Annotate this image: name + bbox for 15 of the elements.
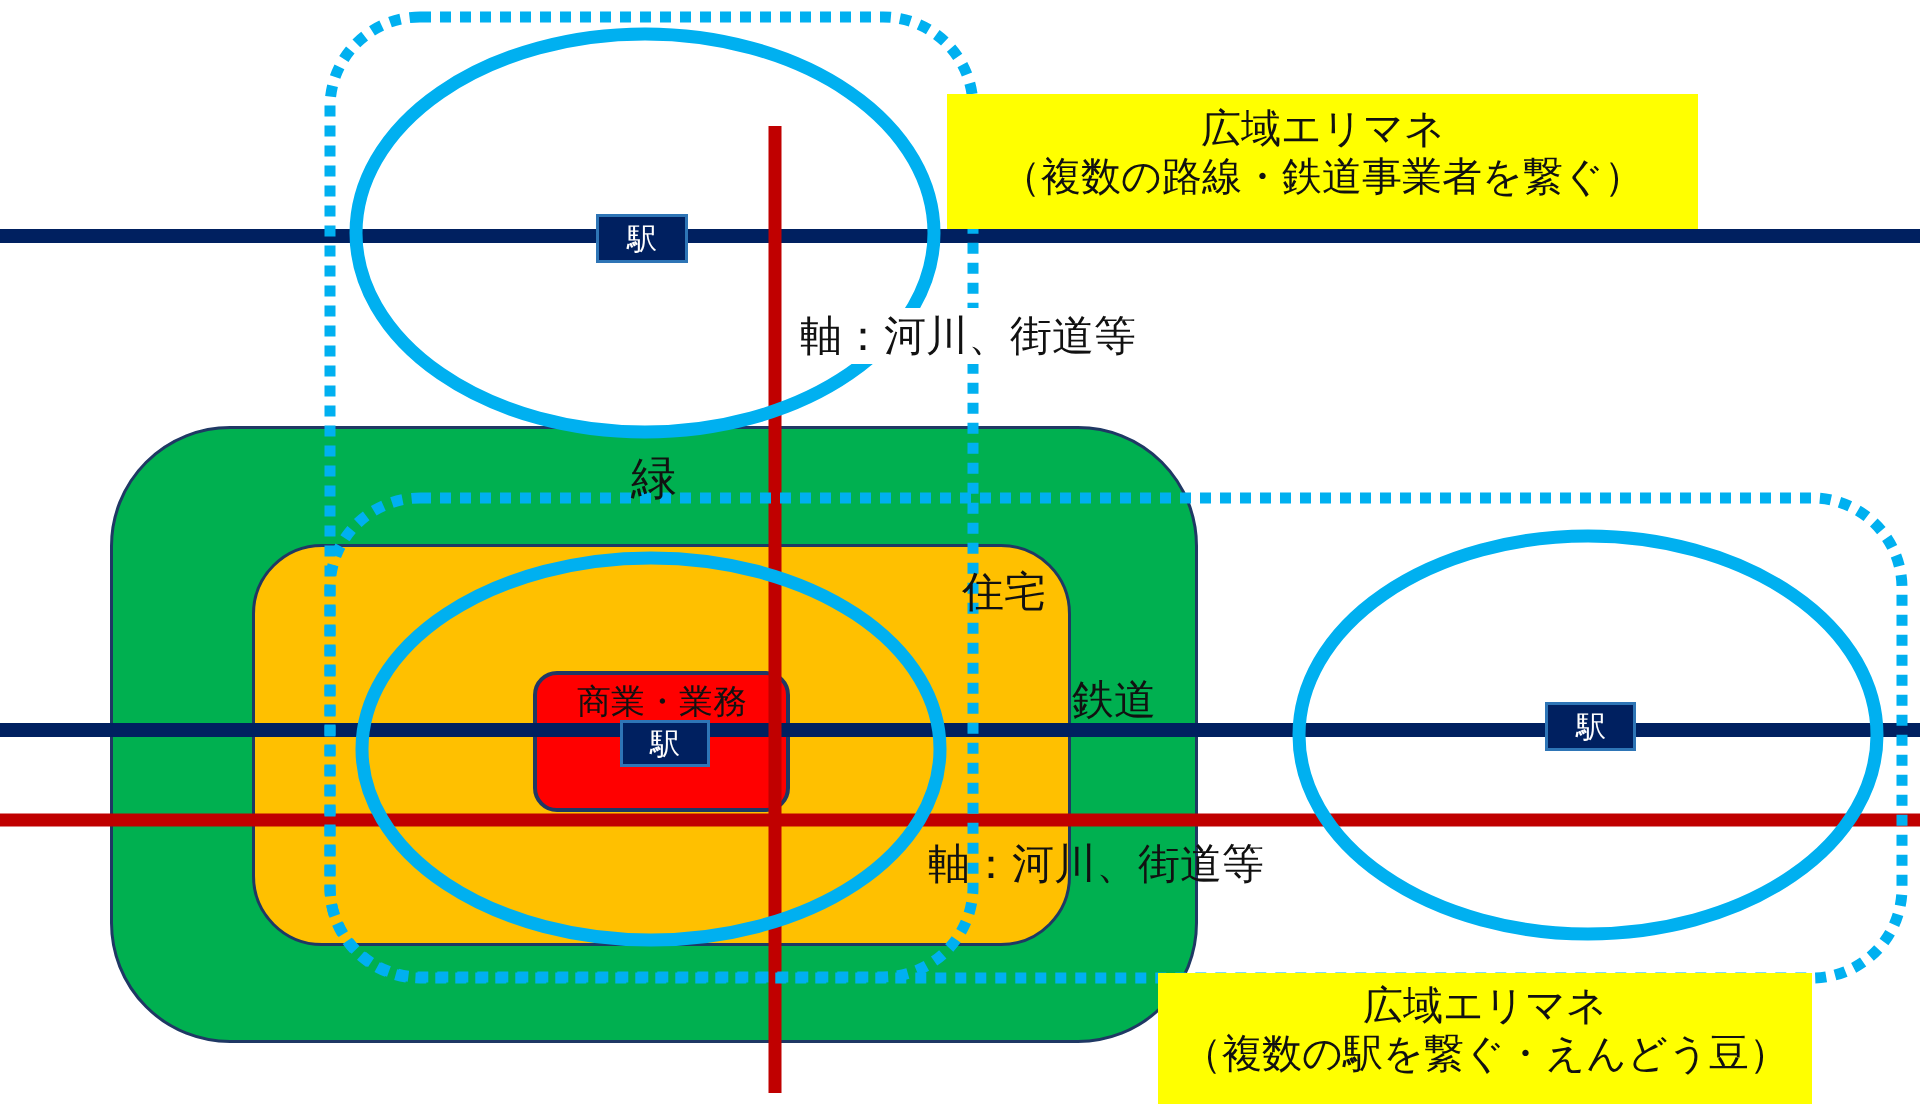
ellipse	[1292, 529, 1884, 941]
zone-label: 商業・業務	[575, 681, 748, 722]
station-box: 駅	[1545, 702, 1636, 751]
station-box: 駅	[620, 720, 710, 767]
callout-box	[1158, 973, 1812, 1104]
map-label: 軸：河川、街道等	[800, 308, 1136, 364]
station-box: 駅	[596, 214, 688, 263]
callout-text: （複数の路線・鉄道事業者を繋ぐ）	[1000, 152, 1645, 200]
callout-title: 広域エリマネ	[1199, 104, 1446, 152]
map-label: 鉄道	[1072, 674, 1156, 726]
zone-label: 住宅	[961, 567, 1047, 618]
callout-title: 広域エリマネ	[1362, 981, 1608, 1029]
callout-box	[947, 94, 1698, 229]
zone-label: 緑	[630, 451, 678, 507]
callout-text: （複数の駅を繋ぐ・えんどう豆）	[1180, 1029, 1790, 1077]
